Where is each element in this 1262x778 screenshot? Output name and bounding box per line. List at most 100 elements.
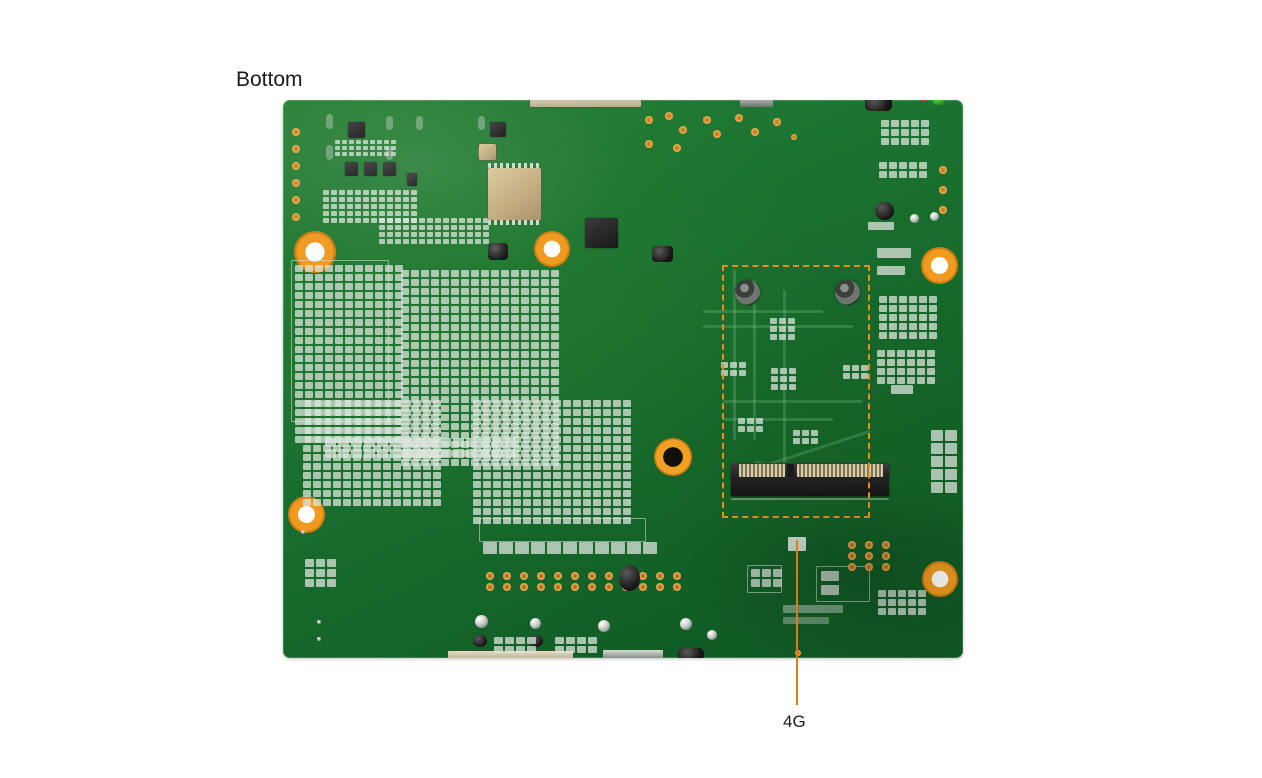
- silk-slot-2: [326, 145, 333, 160]
- silk-pads-bottom-left-2: [555, 637, 597, 653]
- minipcie-pins-b: [797, 464, 883, 477]
- silk-cluster-center-3: [473, 400, 631, 524]
- silk-component-right-1: [877, 248, 911, 258]
- pin-header-silk-top: [483, 542, 657, 554]
- pin-header-outline: [479, 518, 646, 542]
- callout-label-4g: 4G: [783, 712, 806, 731]
- standoff-right: [835, 280, 860, 305]
- via-left-4: [292, 179, 300, 187]
- via-grid-module-e: [738, 418, 763, 432]
- via-top-right-11: [791, 134, 797, 140]
- pad-left-edge-3: [301, 530, 305, 534]
- leader-line-4g: [796, 540, 798, 705]
- pad-left-edge-1: [317, 620, 321, 624]
- via-left-6: [292, 213, 300, 221]
- trace-v-3: [783, 290, 786, 490]
- via-grid-module-c: [771, 368, 796, 390]
- via-top-right-6: [703, 116, 711, 124]
- via-top-right-10: [773, 118, 781, 126]
- via-top-right-7: [713, 130, 721, 138]
- silk-pads-left-bottom: [305, 559, 336, 587]
- mount-hole-center: [654, 438, 692, 476]
- module-ic-pin-row-bottom: [488, 220, 541, 225]
- pcb-board-bottom-view: [283, 100, 963, 658]
- mosfet-2: [345, 162, 358, 176]
- trace-h-3: [723, 400, 863, 403]
- via-top-right-4: [645, 140, 653, 148]
- silk-cluster-bottom-right: [878, 590, 926, 615]
- sim-socket-contacts: [751, 569, 782, 587]
- silk-slot-5: [416, 116, 423, 130]
- silk-slot-4: [386, 146, 393, 160]
- silk-text-bottom-right-2: [783, 617, 829, 624]
- pad-bottom-3: [598, 620, 610, 632]
- silk-cluster-right-top: [881, 120, 929, 145]
- via-top-right-9: [751, 128, 759, 136]
- via-top-right-1: [645, 116, 653, 124]
- via-top-right-3: [679, 126, 687, 134]
- trace-v-2: [753, 280, 756, 440]
- minipcie-key-notch: [787, 464, 794, 477]
- relay-outline: [816, 566, 870, 602]
- pad-left-edge-2: [317, 637, 321, 641]
- inductor-top-edge: [865, 100, 892, 111]
- module-ic-small-tan: [479, 144, 496, 160]
- via-top-right-5: [673, 144, 681, 152]
- silk-cluster-center-1: [401, 270, 559, 466]
- mosfet-4: [383, 162, 396, 176]
- standoff-left: [735, 280, 760, 305]
- silk-slot-1: [326, 114, 333, 129]
- pad-bottom-1: [475, 615, 488, 628]
- pin-header-pads-bottom: [486, 572, 687, 591]
- via-left-2: [292, 145, 300, 153]
- silk-label-right-1: [868, 222, 894, 230]
- inductor-center-1: [488, 243, 508, 260]
- hole-bottom-center: [619, 565, 640, 591]
- inductor-center-2: [652, 246, 673, 262]
- silk-cluster-right-mid: [879, 162, 927, 178]
- silk-cluster-right-module: [879, 296, 937, 339]
- silk-component-right-2: [877, 266, 905, 275]
- minipcie-pins-a: [739, 464, 785, 477]
- pad-right-1: [910, 214, 919, 223]
- via-left-3: [292, 162, 300, 170]
- pad-bottom-2: [530, 618, 541, 629]
- via-grid-module-b: [721, 362, 746, 376]
- pad-right-2: [930, 212, 939, 221]
- mosfet-3: [364, 162, 377, 176]
- via-bottom-edge: [795, 650, 801, 656]
- silk-cluster-topleft-b: [323, 190, 417, 223]
- silk-cluster-topleft-a: [335, 140, 396, 156]
- via-top-right-2: [665, 112, 673, 120]
- passives-strip-mid: [401, 438, 516, 458]
- silk-component-right-3: [891, 385, 913, 394]
- via-right-3: [939, 206, 947, 214]
- silk-slot-6: [478, 116, 485, 130]
- via-grid-module-a: [770, 318, 795, 340]
- relay-silk-1: [821, 571, 839, 581]
- video-connector-bottom: [603, 650, 663, 658]
- ffc-connector-top: [530, 100, 641, 107]
- minipcie-silk-outline: [731, 498, 889, 500]
- pad-rows-right-edge: [931, 430, 957, 493]
- via-right-2: [939, 186, 947, 194]
- via-top-right-8: [735, 114, 743, 122]
- via-grid-module-d: [843, 365, 868, 379]
- mount-hole-bottom-right: [922, 561, 958, 597]
- cap-right-top: [875, 202, 894, 220]
- silk-cluster-left-1: [295, 265, 403, 443]
- via-left-5: [292, 196, 300, 204]
- via-grid-module-f: [793, 430, 818, 444]
- silk-cluster-right-module-2: [877, 350, 935, 384]
- trace-v-1: [733, 270, 736, 440]
- relay-silk-2: [821, 585, 839, 595]
- usb-connector-top: [740, 100, 773, 107]
- jack-bottom: [678, 648, 704, 658]
- silk-text-bottom-right: [783, 605, 843, 613]
- silk-cluster-topleft-c: [379, 218, 489, 244]
- trace-h-4: [723, 418, 833, 421]
- mount-hole-top-center: [534, 231, 570, 267]
- module-ic-pin-row-top: [488, 163, 541, 168]
- mount-hole-top-right: [921, 247, 958, 284]
